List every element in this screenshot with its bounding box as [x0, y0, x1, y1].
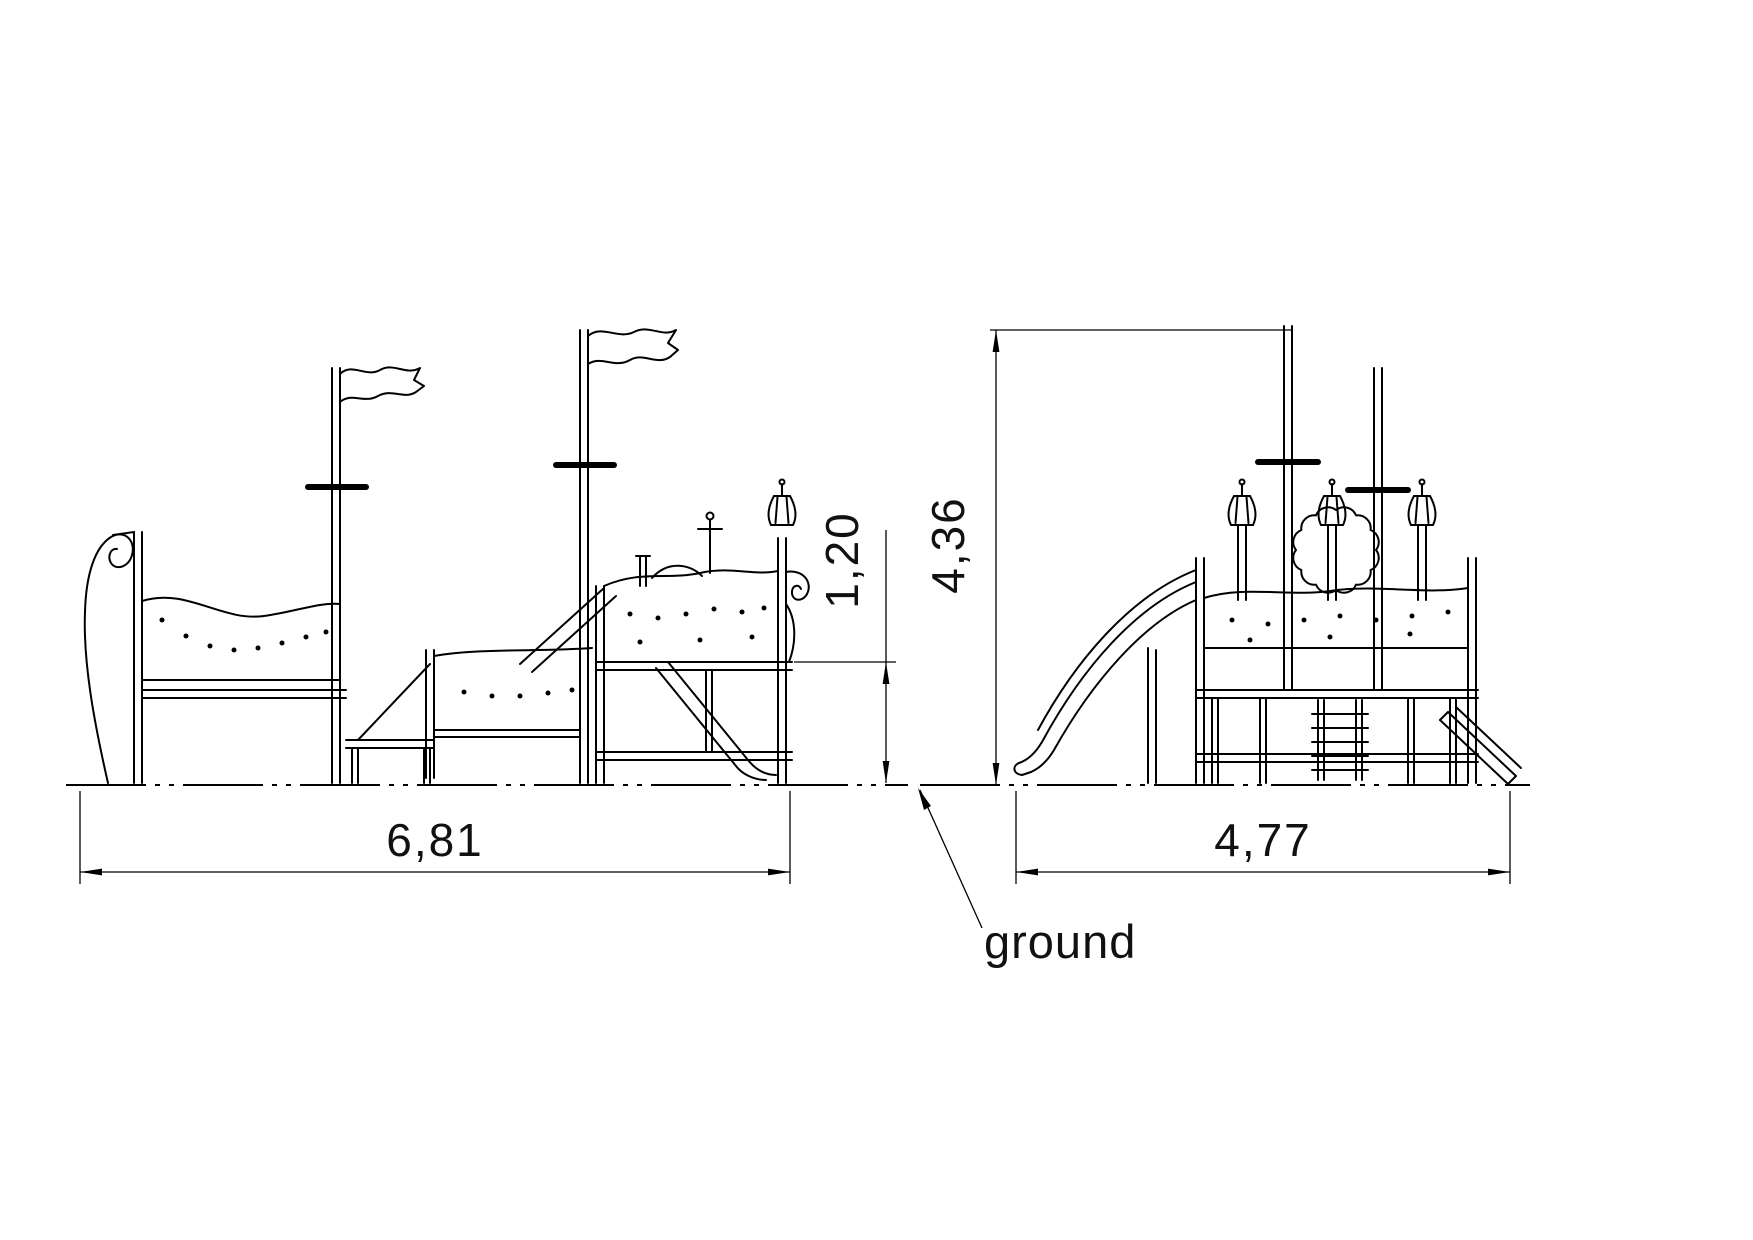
lantern-icon-side	[767, 478, 797, 526]
mast-front-tall	[1255, 325, 1321, 691]
lantern-icon-front-left	[1227, 478, 1257, 526]
ground-callout: ground	[918, 788, 1136, 968]
ladder	[1311, 699, 1369, 781]
hull-panel-stern	[595, 511, 793, 784]
ship-prow-scroll	[83, 531, 143, 784]
dimension-platform-height: 1,20	[794, 511, 896, 783]
hull-panel-left	[141, 596, 347, 699]
mast-front-short	[1345, 367, 1411, 691]
mast-1	[305, 367, 369, 784]
scalloped-flag-end-view	[1292, 506, 1380, 594]
slide-front-view	[1013, 569, 1197, 784]
dimension-label-platform-height: 1,20	[816, 511, 868, 609]
dimension-overall-width: 4,77	[1015, 791, 1511, 884]
flag-2	[587, 328, 679, 365]
dimension-label-overall-length: 6,81	[386, 814, 484, 866]
stern-scroll	[785, 570, 810, 663]
ground-label: ground	[984, 915, 1136, 968]
step-platform	[345, 663, 435, 784]
hull-panel-front	[1203, 587, 1469, 649]
lantern-icon-front-right	[1407, 478, 1437, 526]
dimension-label-overall-width: 4,77	[1214, 814, 1312, 866]
side-elevation-view	[83, 328, 810, 784]
deck-rails	[1195, 689, 1479, 763]
stern-lantern-post	[777, 537, 787, 784]
dimension-overall-height: 4,36	[922, 329, 1292, 785]
lantern-posts-front	[1237, 525, 1427, 601]
access-ramp	[1439, 706, 1522, 785]
flag-1	[339, 366, 425, 403]
hull-panel-middle	[425, 647, 593, 779]
lantern-icon-front-middle	[1317, 478, 1347, 526]
mast-2	[553, 329, 617, 784]
dimension-overall-length: 6,81	[79, 791, 791, 884]
front-elevation-view	[1013, 325, 1522, 785]
dimension-label-overall-height: 4,36	[922, 496, 974, 594]
